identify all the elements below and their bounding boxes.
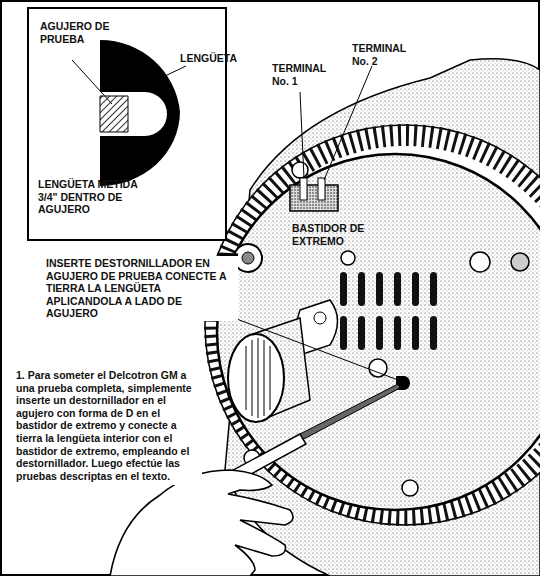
stud [234, 244, 262, 272]
part-label: AGUJERO DE PRUEBA [40, 20, 120, 45]
screwdriver-shaft [300, 384, 400, 440]
leader-lines [72, 60, 398, 380]
caption: 1. Para someter el Delcotron GM a una pr… [12, 366, 202, 485]
screw [402, 480, 418, 496]
part-label: BASTIDOR DE EXTREMO [292, 222, 382, 247]
vent-slots [340, 272, 437, 350]
part-label: LENGÜETA [180, 52, 240, 65]
inset-hole [100, 92, 167, 136]
screw [341, 251, 355, 265]
inset-frame-section [100, 40, 180, 186]
bolt [511, 253, 529, 271]
inset-tab [100, 96, 128, 132]
bolt [470, 252, 490, 272]
part-label: LENGÜETA METIDA 3/4" DENTRO DE AGUJERO [38, 178, 156, 216]
inset-frame [28, 8, 226, 240]
hand [110, 470, 293, 576]
part-label: TERMINAL No. 1 [272, 62, 328, 87]
terminal [300, 178, 307, 200]
terminal [318, 178, 325, 200]
part-label: TERMINAL No. 2 [352, 42, 408, 67]
bolt [292, 162, 308, 178]
bearing-face [228, 334, 284, 422]
part-label: INSERTE DESTORNILLADOR EN AGUJERO DE PRU… [44, 256, 238, 321]
terminal-block [290, 185, 338, 211]
